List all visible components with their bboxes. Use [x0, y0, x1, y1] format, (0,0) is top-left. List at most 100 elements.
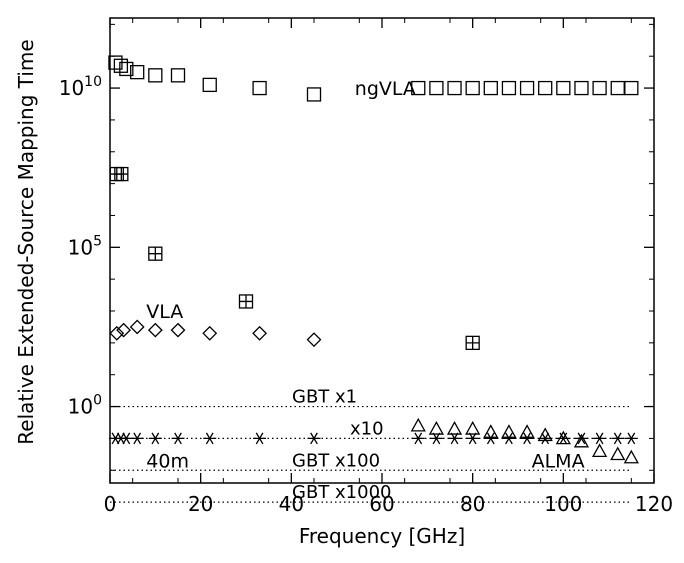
- square-marker: [501, 80, 517, 96]
- diamond-marker: [129, 319, 145, 335]
- x-tick-label: 60: [369, 492, 394, 516]
- square-mark: [501, 80, 517, 96]
- asterisk-marker: [130, 432, 144, 445]
- asterisk-mark: [448, 432, 462, 445]
- asterisk-mark: [429, 432, 443, 445]
- annotation-label: 40m: [146, 451, 189, 473]
- asterisk-mark: [624, 432, 638, 445]
- asterisk-mark: [130, 432, 144, 445]
- asterisk-marker: [448, 432, 462, 445]
- reference-line-label: GBT x1: [292, 387, 357, 408]
- asterisk-mark: [520, 432, 534, 445]
- triangle-marker: [519, 424, 535, 438]
- asterisk-marker: [593, 432, 607, 445]
- diamond-mark: [129, 319, 145, 335]
- triangle-marker: [610, 446, 626, 461]
- asterisk-marker: [574, 432, 588, 445]
- reference-line-label: GBT x100: [292, 450, 380, 471]
- asterisk-marker: [203, 432, 217, 445]
- square-mark: [538, 80, 553, 96]
- square-marker: [538, 80, 553, 96]
- square-marker: [592, 80, 607, 96]
- data-markers: [108, 55, 639, 464]
- x-tick-label: 20: [188, 492, 213, 516]
- triangle-mark: [410, 417, 426, 432]
- square-marker: [610, 80, 625, 96]
- square-marker: [465, 80, 480, 96]
- diamond-marker: [252, 325, 268, 341]
- square-mark: [130, 64, 145, 80]
- asterisk-marker: [253, 432, 267, 445]
- asterisk-marker: [502, 432, 516, 445]
- triangle-marker: [591, 443, 608, 458]
- square-marker: [130, 64, 145, 80]
- square-marker: [411, 80, 426, 96]
- asterisk-mark: [307, 432, 321, 445]
- triangle-mark: [501, 424, 517, 438]
- square-marker: [447, 80, 462, 96]
- asterisk-mark: [411, 432, 425, 445]
- asterisk-mark: [171, 432, 185, 445]
- triangle-mark: [519, 424, 535, 438]
- square-marker: [113, 58, 129, 73]
- asterisk-mark: [466, 432, 480, 445]
- asterisk-mark: [484, 432, 498, 445]
- asterisk-mark: [611, 432, 625, 445]
- asterisk-mark: [119, 432, 133, 445]
- square-mark: [429, 80, 444, 96]
- y-tick-label: 1010: [59, 74, 102, 100]
- square-marker: [556, 80, 571, 96]
- square-mark: [447, 80, 462, 96]
- square-mark: [592, 80, 607, 96]
- square-marker: [170, 68, 186, 83]
- triangle-marker: [537, 427, 553, 442]
- boxed-plus-marker: [148, 246, 163, 261]
- square-mark: [411, 80, 426, 96]
- diamond-mark: [109, 325, 125, 341]
- square-mark: [556, 80, 571, 96]
- triangle-marker: [446, 421, 463, 435]
- triangle-mark: [537, 427, 553, 442]
- asterisk-mark: [203, 432, 217, 445]
- square-marker: [148, 68, 163, 83]
- x-tick-label: 80: [460, 492, 485, 516]
- diamond-mark: [202, 325, 218, 341]
- x-axis-label: Frequency [GHz]: [299, 524, 465, 548]
- square-marker: [483, 80, 498, 96]
- reference-line-label: GBT x1000: [292, 482, 391, 503]
- asterisk-marker: [520, 432, 534, 445]
- square-mark: [519, 80, 535, 96]
- diamond-mark: [147, 322, 163, 338]
- asterisk-marker: [556, 432, 570, 445]
- triangle-mark: [610, 446, 626, 461]
- asterisk-marker: [148, 432, 162, 445]
- square-mark: [306, 87, 322, 102]
- square-marker: [306, 87, 322, 102]
- triangle-marker: [410, 417, 426, 432]
- asterisk-mark: [538, 432, 552, 445]
- triangle-marker: [428, 421, 445, 435]
- square-marker: [429, 80, 444, 96]
- boxed-plus-marker: [238, 294, 254, 309]
- y-tick-label: 100: [68, 393, 102, 419]
- annotation-label: VLA: [146, 301, 183, 323]
- square-mark: [252, 80, 267, 96]
- square-mark: [574, 80, 589, 96]
- plus-mark: [466, 336, 480, 350]
- plus-mark: [148, 247, 162, 261]
- diamond-marker: [202, 325, 218, 341]
- annotation-label: ngVLA: [355, 78, 416, 100]
- asterisk-mark: [574, 432, 588, 445]
- triangle-marker: [573, 433, 590, 448]
- asterisk-marker: [119, 432, 133, 445]
- triangle-mark: [465, 421, 481, 435]
- asterisk-mark: [556, 432, 570, 445]
- square-marker: [252, 80, 267, 96]
- boxed-plus-marker: [114, 166, 129, 182]
- triangle-mark: [591, 443, 608, 458]
- boxed-plus-marker: [465, 335, 480, 351]
- triangle-marker: [501, 424, 517, 438]
